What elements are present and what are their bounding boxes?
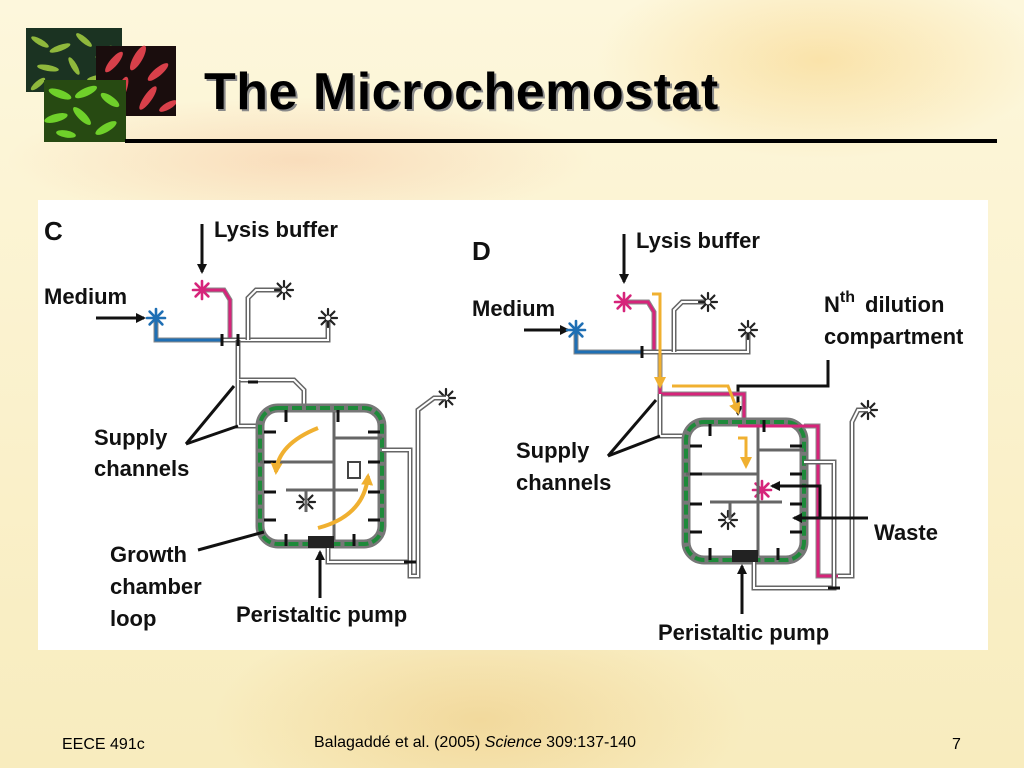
inlet-port-icon (717, 509, 739, 531)
compartment-pointer (733, 360, 830, 416)
nth-superscript: th (840, 289, 855, 306)
slide-title: The Microchemostat (204, 63, 719, 121)
microchemostat-schematic: C Lysis buffer Medium (44, 216, 964, 645)
footer-citation: Balagaddé et al. (2005) Science 309:137-… (314, 734, 636, 752)
panel-d-nth-line2: compartment (824, 324, 964, 349)
medium-inlet-port-icon (565, 319, 587, 341)
growth-pointer (197, 530, 265, 552)
panel-c-letter: C (44, 216, 63, 246)
inlet-port-icon (697, 291, 719, 313)
citation-ref: 309:137-140 (541, 734, 637, 751)
flow-arrow (317, 473, 374, 530)
nth-main: N (824, 292, 840, 317)
panel-c-lysis-label: Lysis buffer (214, 217, 338, 242)
flow-arrow (672, 384, 741, 415)
panel-d-nth-label: Nth dilution (824, 289, 944, 317)
panel-d-lysis-label: Lysis buffer (636, 228, 760, 253)
supply-pointer (607, 434, 661, 458)
panel-c-growth-line3: loop (110, 606, 156, 631)
inlet-port-icon (737, 319, 759, 341)
flow-arrow (270, 426, 319, 475)
supply-pointer (606, 399, 658, 457)
bacteria-micrograph-icon (26, 28, 176, 142)
peristaltic-pump (732, 550, 758, 562)
nth-rest: dilution (865, 292, 944, 317)
panel-d: D Lysis buffer Medium Nth dilution compar… (472, 228, 964, 645)
supply-pointer (185, 424, 239, 446)
panel-c-supply-line2: channels (94, 456, 189, 481)
growth-chamber-loop (258, 406, 384, 546)
panel-c-supply-line1: Supply (94, 425, 168, 450)
lysis-inlet-port-icon (613, 291, 635, 313)
page-number: 7 (952, 736, 961, 753)
flow-arrow (652, 292, 666, 389)
peristaltic-pump (308, 536, 334, 548)
panel-d-pump-label: Peristaltic pump (658, 620, 829, 645)
panel-d-supply-line1: Supply (516, 438, 590, 463)
medium-inlet-port-icon (145, 307, 167, 329)
panel-d-waste-label: Waste (874, 520, 938, 545)
microchemostat-figure: C Lysis buffer Medium (38, 200, 988, 650)
magenta-port-icon (751, 479, 773, 501)
panel-c-growth-line1: Growth (110, 542, 187, 567)
flow-arrow (738, 436, 752, 469)
panel-c: C Lysis buffer Medium (44, 216, 457, 631)
inlet-port-icon (317, 307, 339, 329)
panel-d-medium-label: Medium (472, 296, 555, 321)
title-underline (125, 139, 997, 143)
footer-course: EECE 491c (62, 736, 145, 753)
supply-pointer (184, 385, 236, 445)
panel-c-medium-label: Medium (44, 284, 127, 309)
lysis-inlet-port-icon (191, 279, 213, 301)
citation-authors: Balagaddé et al. (2005) (314, 734, 485, 751)
panel-c-pump-label: Peristaltic pump (236, 602, 407, 627)
citation-journal: Science (484, 734, 542, 751)
panel-c-growth-line2: chamber (110, 574, 202, 599)
inlet-port-icon (273, 279, 295, 301)
panel-d-supply-line2: channels (516, 470, 611, 495)
panel-d-letter: D (472, 236, 491, 266)
